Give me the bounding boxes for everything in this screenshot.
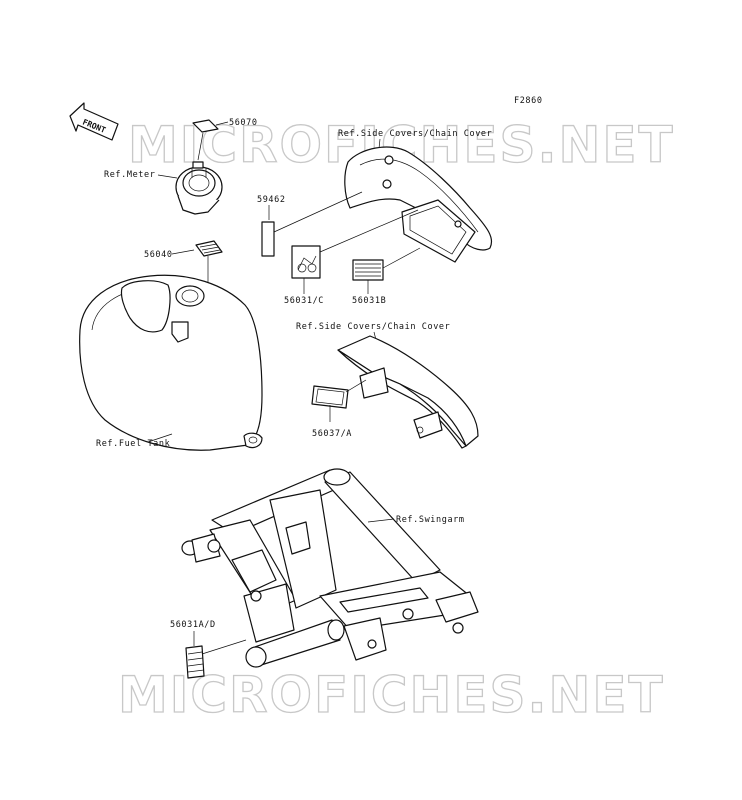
leader-56037a-cover: [345, 379, 367, 393]
leader-59462-cover: [273, 191, 363, 233]
label-ref-meter: Ref.Meter: [104, 170, 155, 180]
leader-ref-fuel-tank: [147, 433, 173, 443]
label-56031b: 56031B: [352, 296, 386, 306]
leader-56031c-cover: [319, 209, 419, 253]
decal-56031b: [352, 259, 384, 281]
label-56040: 56040: [144, 250, 173, 260]
decal-56070: [192, 119, 219, 133]
leader-ref-meter: [157, 174, 178, 179]
decal-56040: [195, 240, 223, 257]
label-56031c: 56031/C: [284, 296, 324, 306]
label-59462: 59462: [257, 195, 286, 205]
decal-59462: [261, 221, 275, 257]
fuel-tank-part: [79, 274, 263, 451]
leader-56070-meter: [197, 132, 204, 161]
leader-56070: [215, 121, 229, 126]
label-56037a: 56037/A: [312, 429, 352, 439]
front-arrow-icon: FRONT: [69, 102, 119, 141]
label-ref-fuel-tank: Ref.Fuel Tank: [96, 439, 170, 449]
decal-56031ad: [185, 645, 205, 679]
chain-cover-lower-part: [337, 335, 479, 449]
leader-56040: [171, 249, 195, 255]
label-ref-swingarm: Ref.Swingarm: [396, 515, 465, 525]
leader-56031ad-swingarm: [201, 639, 247, 655]
leader-56031b-cover: [382, 247, 421, 269]
leader-ref-swingarm: [367, 518, 395, 523]
swingarm-part: [181, 468, 479, 668]
diagram-code: F2860: [514, 96, 543, 106]
meter-part: [175, 161, 223, 215]
label-56070: 56070: [229, 118, 258, 128]
watermark-bottom: MICROFICHES.NET: [118, 666, 665, 724]
decal-56031c: [291, 245, 321, 279]
decal-56037a: [311, 385, 349, 409]
label-ref-side-covers-2: Ref.Side Covers/Chain Cover: [296, 322, 450, 332]
label-ref-side-covers-1: Ref.Side Covers/Chain Cover: [338, 129, 492, 139]
side-cover-upper-part: [344, 146, 493, 263]
label-56031ad: 56031A/D: [170, 620, 216, 630]
